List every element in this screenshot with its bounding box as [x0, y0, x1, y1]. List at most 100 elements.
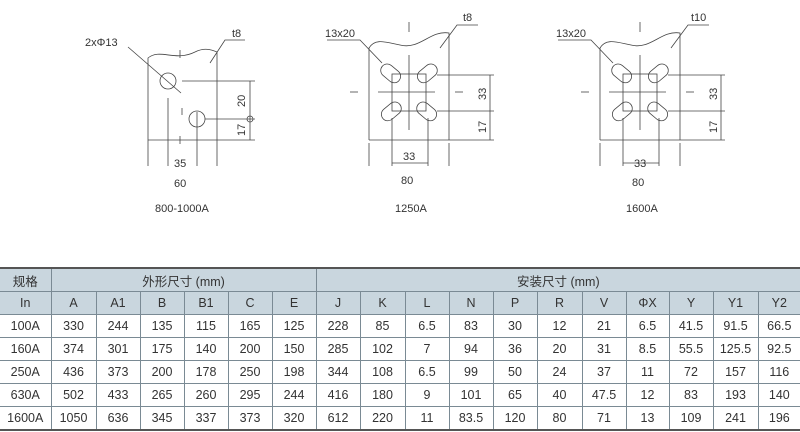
table-cell: 7: [404, 337, 450, 361]
table-cell: 373: [95, 360, 141, 384]
table-cell: 91.5: [712, 314, 759, 338]
column-header: N: [448, 291, 494, 315]
table-cell: 373: [227, 406, 273, 431]
drawing-caption: 800-1000A: [155, 203, 209, 215]
table-cell: 260: [183, 383, 229, 407]
table-cell: 436: [50, 360, 97, 384]
dim-h1: 35: [174, 158, 186, 170]
slot-hole: [416, 101, 438, 122]
slot-hole: [380, 63, 402, 84]
column-header: J: [315, 291, 361, 315]
table-cell: 40: [536, 383, 583, 407]
table-cell: 244: [271, 383, 317, 407]
dim-v1: 33: [477, 88, 489, 100]
slot-hole: [380, 101, 402, 122]
table-cell: 301: [95, 337, 141, 361]
mounting-hole: [159, 72, 177, 90]
table-cell: 198: [271, 360, 317, 384]
column-header: E: [271, 291, 317, 315]
column-header: R: [536, 291, 583, 315]
table-cell: 101: [448, 383, 494, 407]
table-cell: 193: [712, 383, 759, 407]
group-header-row: 规格 外形尺寸 (mm) 安装尺寸 (mm): [0, 267, 800, 292]
table-cell: 344: [315, 360, 361, 384]
table-cell: 200: [227, 337, 273, 361]
table-cell: 345: [139, 406, 185, 431]
dim-v2: 17: [477, 121, 489, 133]
table-cell: 180: [359, 383, 406, 407]
table-cell: 83.5: [448, 406, 494, 431]
column-header: B: [139, 291, 185, 315]
slot-hole: [611, 63, 633, 84]
table-cell: 120: [492, 406, 538, 431]
table-cell: 241: [712, 406, 759, 431]
table-cell: 65: [492, 383, 538, 407]
table-cell: 116: [757, 360, 800, 384]
table-cell: 102: [359, 337, 406, 361]
table-cell: 140: [183, 337, 229, 361]
column-header: In: [0, 291, 52, 315]
header-install: 安装尺寸 (mm): [315, 267, 800, 292]
column-header: A1: [95, 291, 141, 315]
table-cell: 630A: [0, 383, 52, 407]
table-cell: 433: [95, 383, 141, 407]
column-header: A: [50, 291, 97, 315]
thickness-label: t8: [232, 28, 241, 40]
table-cell: 140: [757, 383, 800, 407]
table-cell: 636: [95, 406, 141, 431]
table-cell: 92.5: [757, 337, 800, 361]
dim-h2: 80: [401, 175, 413, 187]
table-cell: 13: [625, 406, 670, 431]
table-cell: 80: [536, 406, 583, 431]
table-cell: 150: [271, 337, 317, 361]
table-cell: 83: [668, 383, 714, 407]
table-cell: 115: [183, 314, 229, 338]
table-cell: 160A: [0, 337, 52, 361]
table-cell: 12: [536, 314, 583, 338]
table-cell: 71: [581, 406, 627, 431]
table-cell: 21: [581, 314, 627, 338]
table-cell: 178: [183, 360, 229, 384]
table-cell: 55.5: [668, 337, 714, 361]
table-cell: 612: [315, 406, 361, 431]
column-header: P: [492, 291, 538, 315]
column-header: K: [359, 291, 406, 315]
header-outline: 外形尺寸 (mm): [50, 267, 317, 292]
table-cell: 20: [536, 337, 583, 361]
column-header: ΦX: [625, 291, 670, 315]
dim-h1: 33: [403, 151, 415, 163]
table-cell: 330: [50, 314, 97, 338]
dim-v2: 17: [708, 121, 720, 133]
dim-v2: 17: [236, 124, 248, 136]
table-cell: 200: [139, 360, 185, 384]
drawing-1250a: 13x20 t8 33 17 33 80 1250A: [325, 12, 494, 215]
column-header: L: [404, 291, 450, 315]
table-cell: 47.5: [581, 383, 627, 407]
table-cell: 220: [359, 406, 406, 431]
hole-label: 2xΦ13: [85, 37, 118, 49]
table-cell: 100A: [0, 314, 52, 338]
table-cell: 72: [668, 360, 714, 384]
table-cell: 265: [139, 383, 185, 407]
table-cell: 295: [227, 383, 273, 407]
table-cell: 125.5: [712, 337, 759, 361]
table-cell: 250A: [0, 360, 52, 384]
table-cell: 11: [625, 360, 670, 384]
table-cell: 41.5: [668, 314, 714, 338]
drawing-caption: 1250A: [395, 203, 427, 215]
dim-v1: 20: [236, 95, 248, 107]
table-cell: 196: [757, 406, 800, 431]
table-cell: 337: [183, 406, 229, 431]
dim-h2: 80: [632, 177, 644, 189]
column-header: Y2: [757, 291, 800, 315]
table-cell: 31: [581, 337, 627, 361]
table-cell: 8.5: [625, 337, 670, 361]
column-header: V: [581, 291, 627, 315]
table-cell: 66.5: [757, 314, 800, 338]
table-cell: 85: [359, 314, 406, 338]
dim-h1: 33: [634, 158, 646, 170]
